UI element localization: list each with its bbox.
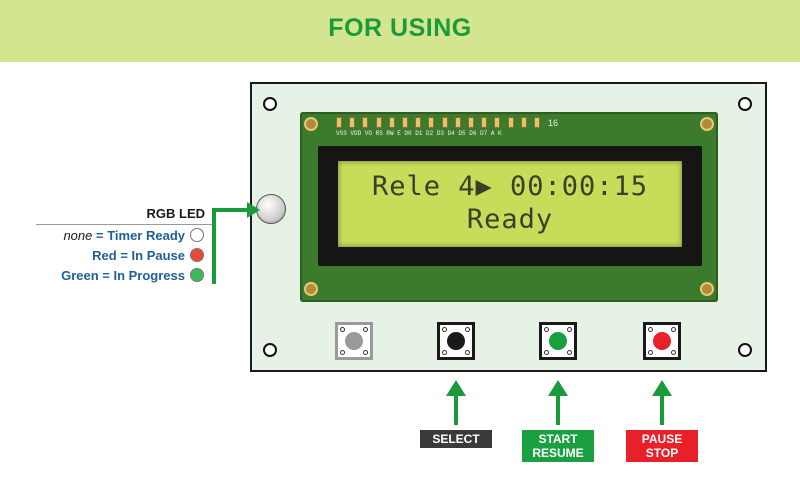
button-corner [465,327,470,332]
legend-row-text: Green = In Progress [61,268,185,283]
led-arrowhead [247,202,260,218]
legend-divider [36,224,214,225]
button-corner [442,350,447,355]
page-title: FOR USING [328,14,472,42]
legend-row-text: Red = In Pause [92,248,185,263]
header-pin [388,117,395,128]
stop-label-text: STOP [645,446,679,460]
unlabeled-button[interactable] [335,322,373,360]
start-resume-button[interactable] [539,322,577,360]
header-pin [520,117,527,128]
legend-row-text: = Timer Ready [92,228,185,243]
legend-row-in-pause: Red = In Pause [92,248,185,263]
lcd-mount-hole-bottom-left [304,282,318,296]
pause-label-text: PAUSE [641,432,683,446]
header-pin [349,117,356,128]
header-pin [415,117,422,128]
header-pin [362,117,369,128]
legend-title: RGB LED [146,206,206,221]
button-corner [648,327,653,332]
header-pin [375,117,382,128]
header-banner: FOR USING [0,0,800,62]
pause-arrow [652,380,672,425]
button-corner [567,350,572,355]
lcd-line-2: Ready [466,204,554,235]
header-pin [441,117,448,128]
resume-label-text: RESUME [532,446,584,460]
start-label-text: START [538,432,578,446]
button-corner [363,327,368,332]
lcd-screen: Rele 4▶ 00:00:15 Ready [338,161,682,247]
lcd-pin-labels: VSS VDD VO RS RW E D0 D1 D2 D3 D4 D5 D6 … [336,130,502,137]
button-cap [447,332,465,350]
pause-stop-button[interactable] [643,322,681,360]
white-dot-icon [190,228,204,242]
board-mount-hole-top-left [263,97,277,111]
start-resume-label: START RESUME [522,430,594,462]
rgb-led [256,194,286,224]
button-cap [345,332,363,350]
select-button[interactable] [437,322,475,360]
button-corner [442,327,447,332]
button-cap [653,332,671,350]
lcd-line-1: Rele 4▶ 00:00:15 [371,171,649,202]
header-pin [336,117,342,128]
red-dot-icon [190,248,204,262]
lcd-pcb-number: 16 [548,118,559,128]
legend-row-in-progress: Green = In Progress [61,268,185,283]
pause-arrowhead [652,380,672,396]
board-mount-hole-top-right [738,97,752,111]
select-arrow [446,380,466,425]
button-corner [671,327,676,332]
led-arrow-line [212,208,250,284]
button-corner [340,350,345,355]
start-arrow [548,380,568,425]
header-pin [481,117,488,128]
header-pin [468,117,474,128]
lcd-mount-hole-bottom-right [700,282,714,296]
button-corner [544,327,549,332]
start-arrowhead [548,380,568,396]
select-arrowhead [446,380,466,396]
pause-stop-label: PAUSE STOP [626,430,698,462]
header-pin [494,117,501,128]
button-cap [549,332,567,350]
select-label: SELECT [420,430,492,448]
lcd-mount-hole-top-left [304,117,318,131]
legend-none-label: none [63,228,93,243]
board-mount-hole-bottom-left [263,343,277,357]
button-corner [363,350,368,355]
button-corner [648,350,653,355]
header-pin [507,117,514,128]
header-pin [402,117,408,128]
select-label-text: SELECT [432,432,480,446]
button-corner [567,327,572,332]
button-corner [544,350,549,355]
button-corner [340,327,345,332]
header-pin [428,117,435,128]
lcd-mount-hole-top-right [700,117,714,131]
button-corner [671,350,676,355]
green-dot-icon [190,268,204,282]
button-corner [465,350,470,355]
legend-row-timer-ready: none = Timer Ready [63,228,185,243]
led-arrow [212,208,250,284]
header-pin [454,117,461,128]
board-mount-hole-bottom-right [738,343,752,357]
header-pin [534,117,540,128]
